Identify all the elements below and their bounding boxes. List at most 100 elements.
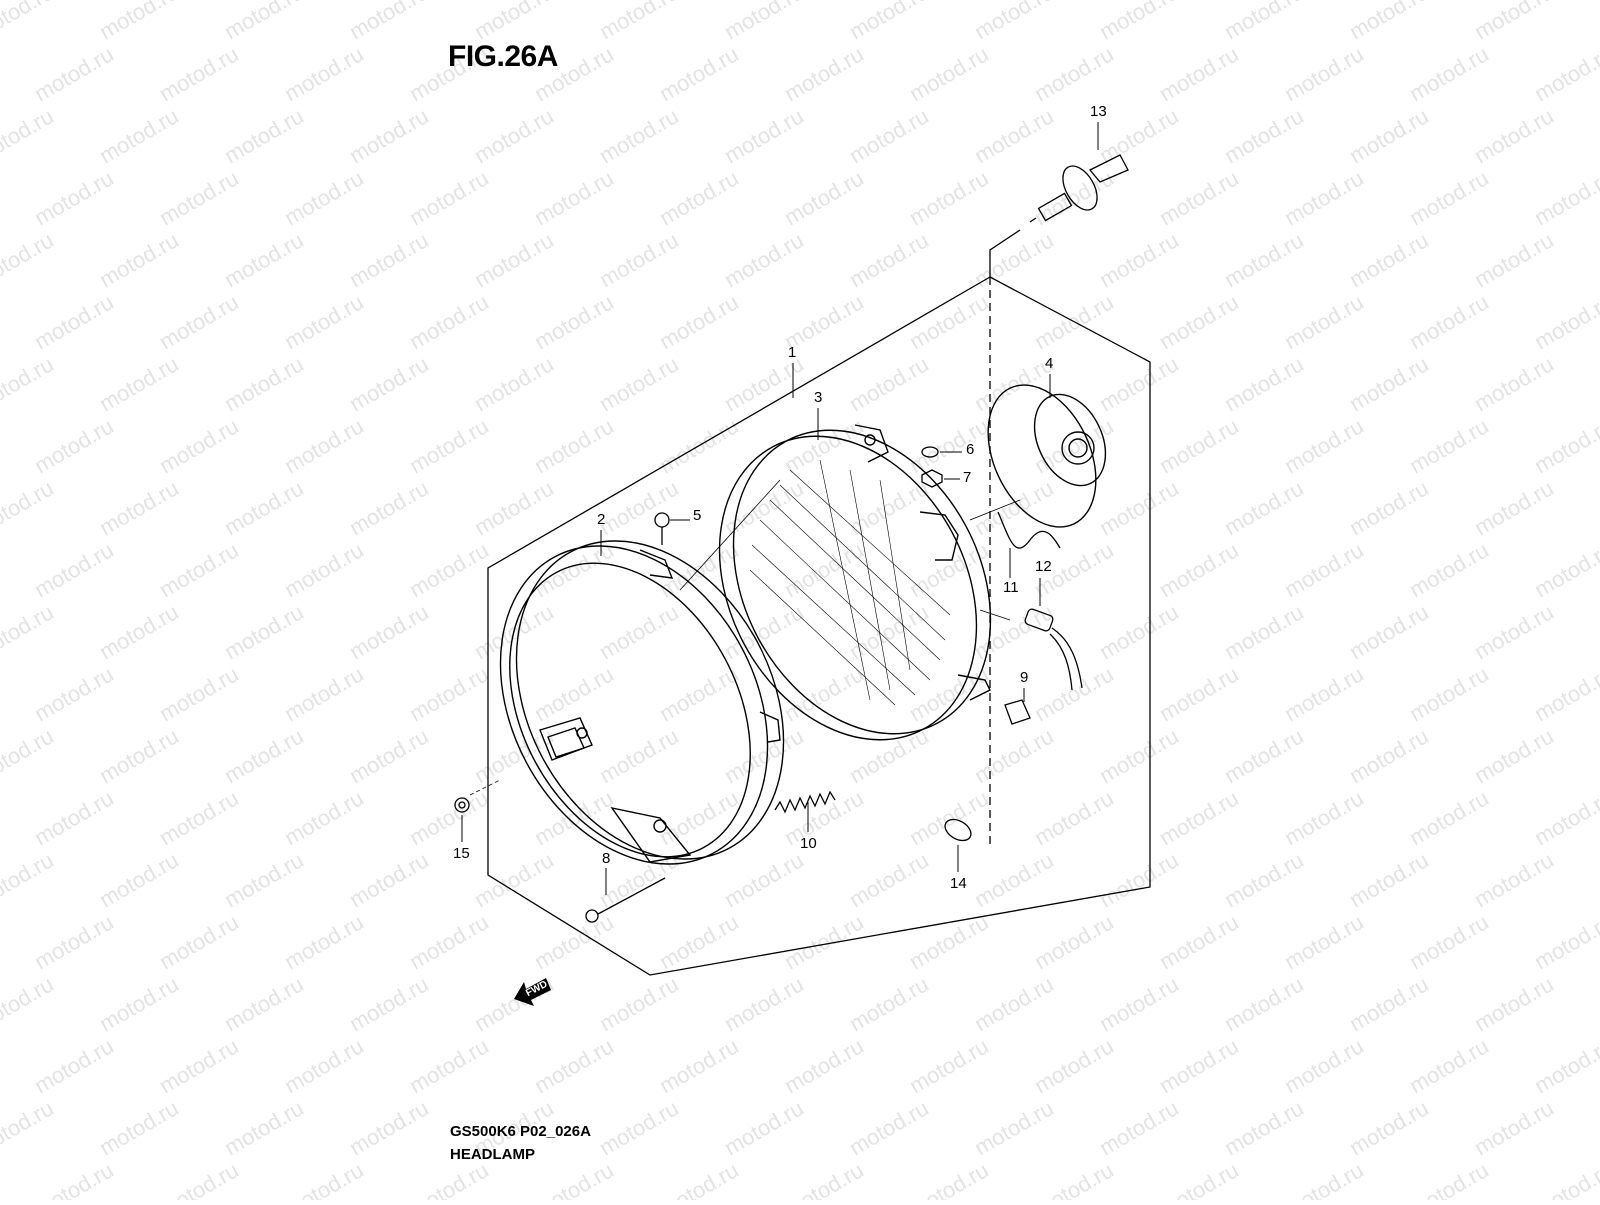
watermark-text: motod.ru (970, 103, 1058, 168)
watermark-text: motod.ru (155, 785, 243, 850)
watermark-text: motod.ru (1280, 41, 1368, 106)
watermark-text: motod.ru (1405, 537, 1493, 602)
watermark-text: motod.ru (95, 599, 183, 664)
watermark-text: motod.ru (1155, 413, 1243, 478)
watermark-text: motod.ru (95, 351, 183, 416)
watermark-text: motod.ru (720, 351, 808, 416)
watermark-text: motod.ru (720, 971, 808, 1036)
watermark-text: motod.ru (595, 475, 683, 540)
watermark-text: motod.ru (845, 0, 933, 44)
watermark-text: motod.ru (155, 165, 243, 230)
watermark-text: motod.ru (405, 289, 493, 354)
watermark-text: motod.ru (1530, 413, 1600, 478)
watermark-text: motod.ru (1345, 103, 1433, 168)
watermark-text: motod.ru (470, 475, 558, 540)
watermark-text: motod.ru (345, 971, 433, 1036)
callout-label-5: 5 (693, 507, 701, 524)
watermark-text: motod.ru (1530, 41, 1600, 106)
watermark-text: motod.ru (905, 165, 993, 230)
watermark-text: motod.ru (1220, 723, 1308, 788)
watermark-text: motod.ru (845, 227, 933, 292)
watermark-text: motod.ru (1220, 103, 1308, 168)
watermark-text: motod.ru (1405, 661, 1493, 726)
watermark-text: motod.ru (95, 475, 183, 540)
watermark-text: motod.ru (345, 103, 433, 168)
watermark-text: motod.ru (405, 1033, 493, 1098)
watermark-text: motod.ru (1530, 1033, 1600, 1098)
headlamp-lens-drawing (718, 424, 992, 741)
watermark-text: motod.ru (405, 785, 493, 850)
watermark-text: motod.ru (220, 103, 308, 168)
watermark-text: motod.ru (405, 1157, 493, 1200)
watermark-text: motod.ru (595, 103, 683, 168)
watermark-text: motod.ru (720, 475, 808, 540)
watermark-text: motod.ru (280, 165, 368, 230)
callout-label-4: 4 (1045, 355, 1053, 372)
watermark-text: motod.ru (220, 847, 308, 912)
watermark-text: motod.ru (1470, 1095, 1558, 1160)
watermark-text: motod.ru (470, 227, 558, 292)
watermark-text: motod.ru (720, 1095, 808, 1160)
watermark-text: motod.ru (220, 475, 308, 540)
watermark-text: motod.ru (345, 847, 433, 912)
small-parts-drawing (454, 446, 1083, 923)
watermark-text: motod.ru (95, 971, 183, 1036)
watermark-text: motod.ru (155, 909, 243, 974)
watermark-text: motod.ru (970, 723, 1058, 788)
watermark-text: motod.ru (1095, 475, 1183, 540)
watermark-text: motod.ru (530, 537, 618, 602)
watermark-text: motod.ru (1470, 723, 1558, 788)
watermark-text: motod.ru (1530, 909, 1600, 974)
watermark-text: motod.ru (470, 103, 558, 168)
watermark-text: motod.ru (0, 1095, 58, 1160)
watermark-text: motod.ru (595, 723, 683, 788)
watermark-text: motod.ru (220, 723, 308, 788)
watermark-text: motod.ru (345, 599, 433, 664)
watermark-text: motod.ru (905, 289, 993, 354)
watermark-text: motod.ru (530, 909, 618, 974)
watermark-text: motod.ru (1405, 1033, 1493, 1098)
callout-label-12: 12 (1035, 558, 1052, 575)
watermark-text: motod.ru (845, 351, 933, 416)
watermark-text: motod.ru (1530, 661, 1600, 726)
watermark-text: motod.ru (780, 537, 868, 602)
watermark-text: motod.ru (95, 0, 183, 44)
watermark-text: motod.ru (1280, 1157, 1368, 1200)
watermark-text: motod.ru (405, 413, 493, 478)
watermark-text: motod.ru (1030, 785, 1118, 850)
watermark-text: motod.ru (1095, 0, 1183, 44)
watermark-text: motod.ru (405, 537, 493, 602)
watermark-text: motod.ru (220, 1095, 308, 1160)
callout-label-13: 13 (1090, 103, 1107, 120)
watermark-text: motod.ru (1405, 785, 1493, 850)
watermark-text: motod.ru (970, 475, 1058, 540)
watermark-text: motod.ru (345, 1095, 433, 1160)
watermark-text: motod.ru (345, 475, 433, 540)
headlamp-bulb-drawing (1029, 154, 1129, 223)
watermark-text: motod.ru (470, 351, 558, 416)
watermark-text: motod.ru (1405, 413, 1493, 478)
callout-label-14: 14 (950, 875, 967, 892)
watermark-text: motod.ru (1155, 289, 1243, 354)
callout-label-15: 15 (453, 845, 470, 862)
watermark-text: motod.ru (595, 227, 683, 292)
watermark-text: motod.ru (0, 847, 58, 912)
watermark-text: motod.ru (280, 661, 368, 726)
watermark-text: motod.ru (1405, 1157, 1493, 1200)
assembly-box (487, 229, 1151, 976)
watermark-text: motod.ru (595, 1095, 683, 1160)
watermark-text: motod.ru (720, 847, 808, 912)
callout-label-11: 11 (1003, 579, 1019, 596)
watermark-text: motod.ru (1095, 1095, 1183, 1160)
watermark-text: motod.ru (1280, 413, 1368, 478)
watermark-text: motod.ru (1030, 909, 1118, 974)
callout-label-8: 8 (602, 850, 610, 867)
watermark-text: motod.ru (1345, 0, 1433, 44)
watermark-text: motod.ru (530, 1157, 618, 1200)
watermark-text: motod.ru (1030, 41, 1118, 106)
watermark-text: motod.ru (1345, 847, 1433, 912)
watermark-text: motod.ru (595, 971, 683, 1036)
watermark-text: motod.ru (30, 1033, 118, 1098)
